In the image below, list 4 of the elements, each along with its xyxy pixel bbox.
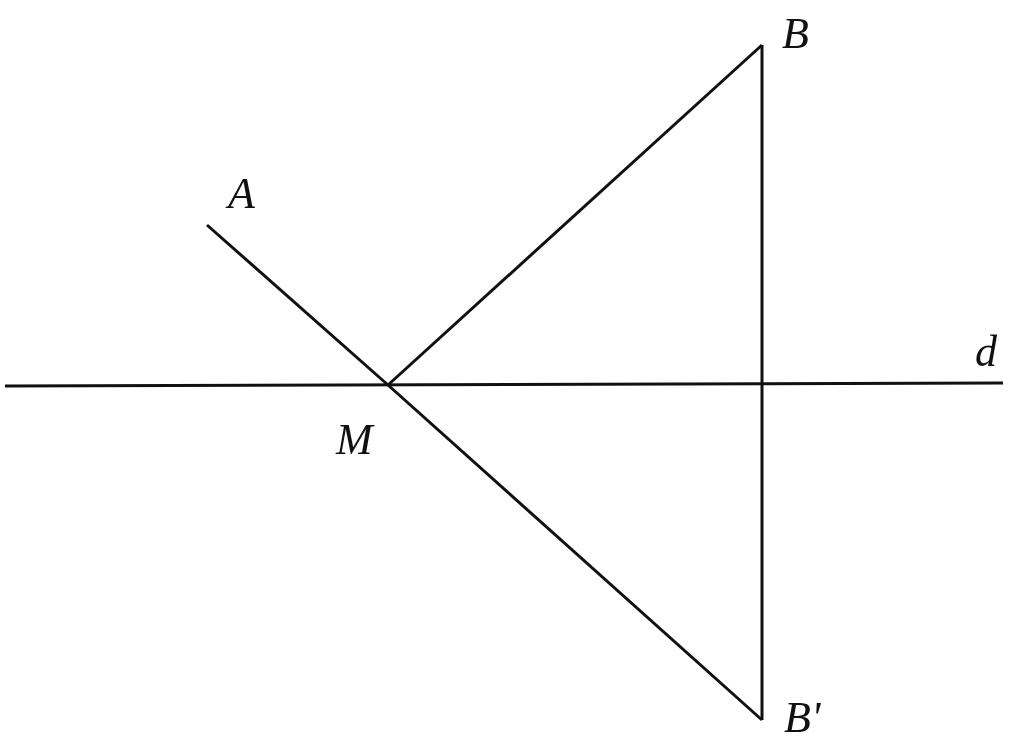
point-label: d (975, 330, 997, 374)
point-label: B (782, 12, 809, 56)
point-label: M (336, 418, 373, 462)
point-label: B' (784, 696, 821, 740)
